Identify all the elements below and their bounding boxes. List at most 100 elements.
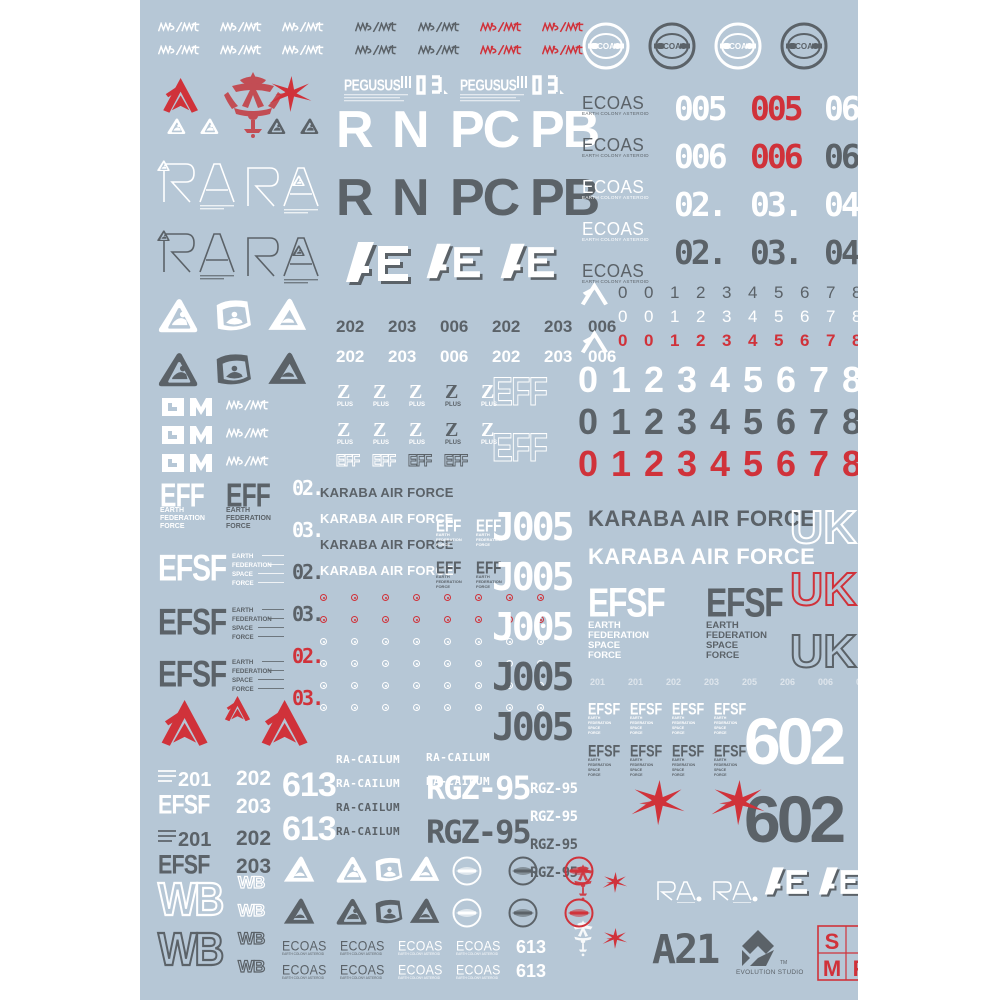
tiny-serial: 205 bbox=[742, 677, 758, 687]
serial-202-gray: 006 bbox=[588, 317, 617, 336]
svg-text:FEDERATION: FEDERATION bbox=[588, 763, 611, 767]
svg-text:EFSF: EFSF bbox=[158, 850, 210, 874]
svg-text:ECOAS: ECOAS bbox=[724, 42, 753, 51]
digit-small: 7 bbox=[826, 307, 836, 326]
big-letter-white: PC bbox=[450, 101, 520, 159]
svg-text:FORCE: FORCE bbox=[588, 773, 601, 776]
circular-seal-icon bbox=[508, 898, 538, 933]
uk-label: UK bbox=[789, 501, 857, 553]
j005-label: J005 bbox=[492, 505, 574, 549]
warning-triangle-icon bbox=[300, 118, 320, 137]
svg-text:Z: Z bbox=[445, 381, 458, 403]
chevron-a-icon bbox=[580, 282, 611, 310]
big-letter-gray: R bbox=[336, 169, 374, 227]
eff-outline-small: EFF bbox=[408, 451, 433, 470]
karaba-label-large: KARABA AIR FORCE bbox=[588, 544, 816, 569]
gm-logo bbox=[160, 452, 216, 479]
svg-text:FEDERATION: FEDERATION bbox=[232, 562, 272, 569]
svg-text:PLUS: PLUS bbox=[337, 402, 353, 408]
eff-outline-small: EFF bbox=[444, 451, 469, 470]
svg-text:ECOAS: ECOAS bbox=[582, 176, 644, 197]
serial-202-gray: 202 bbox=[336, 317, 365, 336]
chevron-a-icon bbox=[580, 330, 611, 358]
svg-text:EARTH: EARTH bbox=[476, 532, 490, 537]
warning-triangle-icon bbox=[266, 298, 308, 339]
rgz95-label-small: RGZ-95 bbox=[530, 809, 578, 825]
ra-logo bbox=[244, 162, 328, 221]
svg-text:I: I bbox=[857, 929, 858, 954]
digit-large: 8 bbox=[842, 443, 858, 484]
svg-text:PLUS: PLUS bbox=[445, 402, 461, 408]
svg-text:EFF: EFF bbox=[476, 559, 501, 578]
circle-marker-icon bbox=[413, 594, 420, 601]
gm-logo bbox=[160, 424, 216, 451]
digit-large: 8 bbox=[842, 401, 858, 442]
svg-text:FORCE: FORCE bbox=[436, 542, 450, 546]
digit-small: 4 bbox=[748, 331, 758, 350]
svg-text:FORCE: FORCE bbox=[714, 773, 727, 776]
svg-text:EARTH: EARTH bbox=[232, 607, 254, 614]
digit-large: 5 bbox=[743, 359, 763, 400]
serial-number: 04. bbox=[824, 233, 858, 272]
warning-triangle-icon bbox=[336, 856, 369, 888]
svg-text:FEDERATION: FEDERATION bbox=[232, 668, 272, 675]
svg-text:FEDERATION: FEDERATION bbox=[232, 616, 272, 623]
svg-text:FEDERATION: FEDERATION bbox=[630, 763, 653, 767]
svg-text:ECOAS: ECOAS bbox=[790, 42, 819, 51]
ms-mts-logo bbox=[225, 399, 269, 414]
warning-triangle-icon bbox=[408, 856, 441, 888]
svg-text:EARTH: EARTH bbox=[630, 758, 643, 762]
circle-marker-icon bbox=[475, 638, 482, 645]
ecoas-roundel-icon: ECOAS bbox=[582, 22, 630, 75]
warning-triangle-icon bbox=[158, 298, 200, 339]
svg-text:EARTH COLONY ASTEROID: EARTH COLONY ASTEROID bbox=[582, 153, 649, 158]
svg-text:EARTH: EARTH bbox=[714, 716, 727, 720]
svg-text:EARTH: EARTH bbox=[706, 620, 739, 631]
circle-marker-icon bbox=[320, 616, 327, 623]
svg-text:Z: Z bbox=[409, 419, 422, 441]
svg-text:ECOAS: ECOAS bbox=[340, 962, 385, 978]
federation-crest-emblem bbox=[220, 68, 286, 143]
eff-outline-large: EFF bbox=[492, 370, 549, 414]
digit-small: 0 bbox=[644, 331, 654, 350]
digit-large: 1 bbox=[611, 443, 631, 484]
svg-text:EARTH: EARTH bbox=[588, 716, 601, 720]
ra-cailum-label: RA-CAILUM bbox=[336, 801, 401, 814]
ra-cailum-label: RA-CAILUM bbox=[336, 753, 401, 766]
serial-202-white: 202 bbox=[336, 347, 365, 366]
svg-text:EARTH: EARTH bbox=[436, 574, 450, 579]
circle-marker-icon bbox=[320, 682, 327, 689]
svg-text:SPACE: SPACE bbox=[588, 640, 620, 651]
svg-text:SPACE: SPACE bbox=[630, 726, 643, 730]
tiny-serial: 006 bbox=[818, 677, 834, 687]
digit-large: 2 bbox=[644, 443, 664, 484]
svg-text:FEDERATION: FEDERATION bbox=[672, 721, 695, 725]
circle-marker-icon bbox=[537, 616, 544, 623]
warning-triangle-icon bbox=[372, 856, 405, 888]
serial-202-gray: 203 bbox=[544, 317, 573, 336]
serial-202-white: 006 bbox=[440, 347, 469, 366]
serial-number: 005 bbox=[750, 89, 804, 128]
ms-mts-logo bbox=[354, 21, 397, 36]
serial-number: 005 bbox=[674, 89, 728, 128]
uk-label: UK bbox=[789, 563, 857, 615]
digit-small: 6 bbox=[800, 307, 810, 326]
svg-text:SPACE: SPACE bbox=[672, 726, 685, 730]
svg-text:FORCE: FORCE bbox=[630, 731, 643, 734]
karaba-label-large: KARABA AIR FORCE bbox=[588, 506, 816, 531]
svg-text:201: 201 bbox=[178, 829, 211, 851]
rgz95-label-small: RGZ-95 bbox=[530, 781, 578, 797]
circle-marker-icon bbox=[444, 704, 451, 711]
circular-seal-icon bbox=[564, 856, 594, 891]
svg-text:EARTH: EARTH bbox=[672, 716, 685, 720]
digit-small: 0 bbox=[618, 307, 628, 326]
karaba-label-small: KARABA AIR FORCE bbox=[320, 563, 454, 578]
circle-marker-icon bbox=[506, 682, 513, 689]
